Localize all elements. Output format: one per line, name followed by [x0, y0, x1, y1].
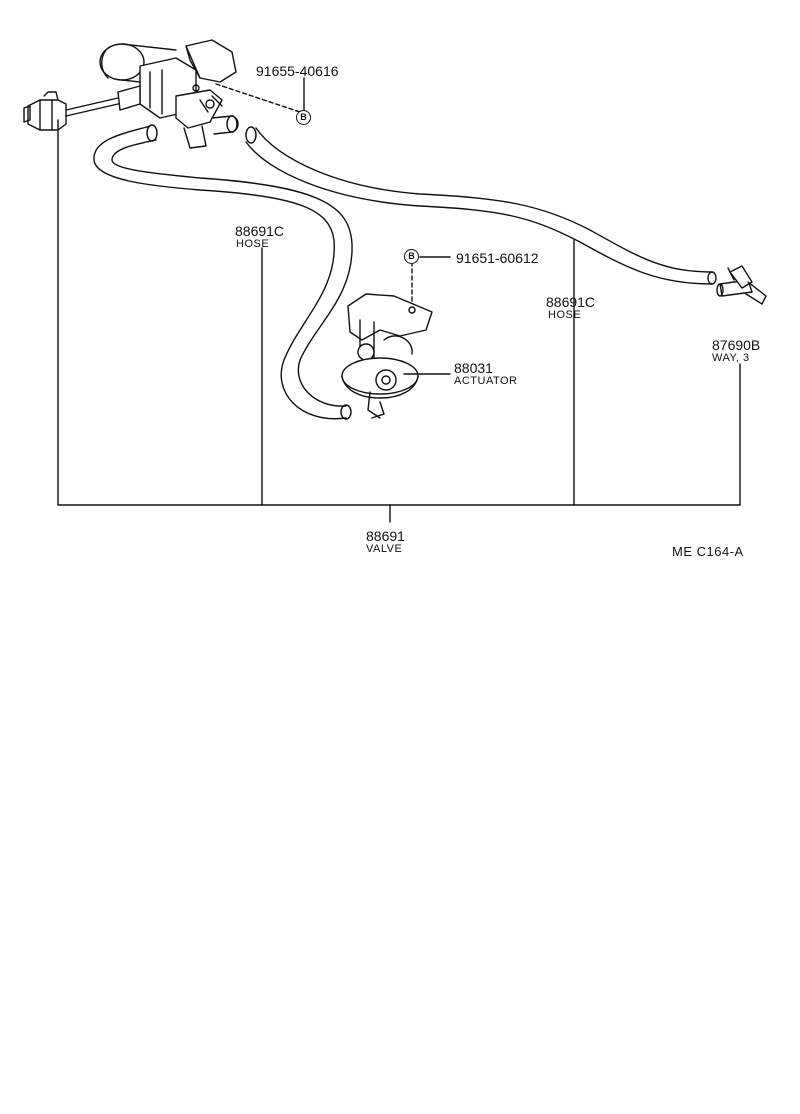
way-part-name: WAY, 3: [712, 352, 750, 364]
hose-right-part-name: HOSE: [548, 309, 582, 321]
vsv-valve-assembly: [23, 39, 239, 149]
way-part-number: 87690B: [712, 337, 761, 353]
three-way-connector: [716, 265, 767, 305]
actuator-part-name: ACTUATOR: [454, 375, 518, 387]
hose-right-shape: [245, 126, 717, 285]
callout-lines: [57, 77, 741, 523]
actuator-part-number: 88031: [454, 360, 493, 376]
hose-left-shape: [93, 124, 353, 420]
diagram-code: ME C164-A: [672, 544, 744, 559]
bolt-tag-mid: B: [404, 249, 419, 264]
bolt-top-part-number: 91655-40616: [256, 63, 339, 79]
valve-part-name: VALVE: [366, 543, 403, 555]
actuator-shape: [341, 293, 433, 419]
hose-left-part-number: 88691C: [235, 223, 285, 239]
bolt-mid-part-number: 91651-60612: [456, 250, 539, 266]
hose-left-part-name: HOSE: [236, 238, 270, 250]
bolt-tag-top: B: [296, 110, 311, 125]
hose-right-part-number: 88691C: [546, 294, 596, 310]
valve-part-number: 88691: [366, 528, 405, 544]
